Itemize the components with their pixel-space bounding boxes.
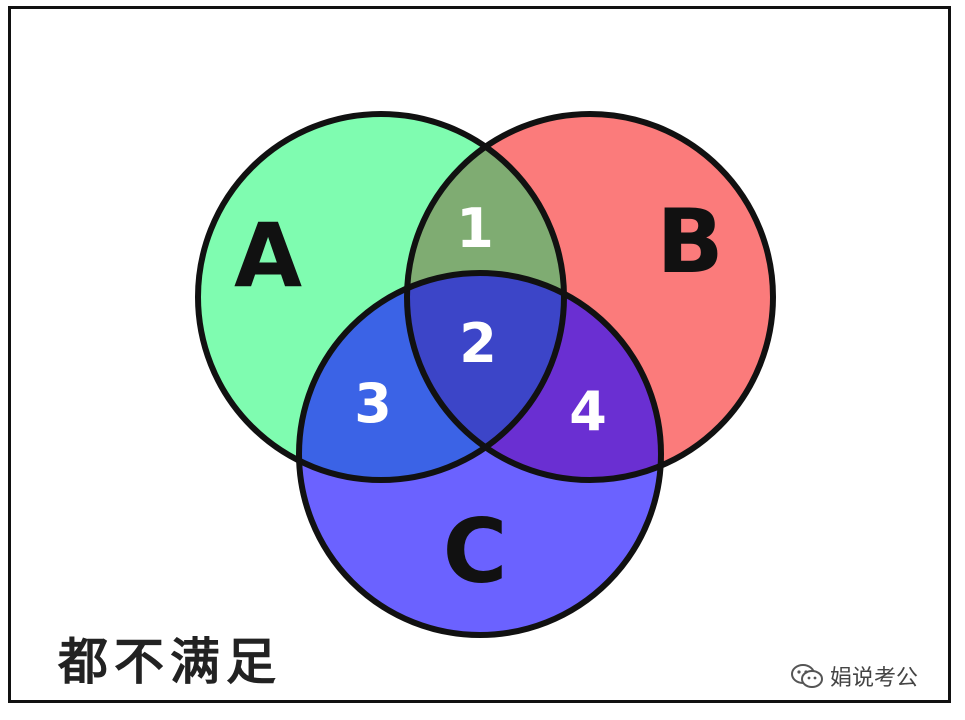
region-2-label: 2 [459,312,497,375]
wechat-icon [791,664,823,688]
set-c-label: C [443,500,508,603]
region-4-label: 4 [569,380,607,443]
set-c-outline [296,270,664,638]
set-b-outline [404,111,776,483]
region-1-label: 1 [456,197,494,260]
watermark: 娟说考公 [790,660,918,692]
watermark-text: 娟说考公 [830,666,919,691]
region-3-label: 3 [354,372,392,435]
outside-region-label: 都不满足 [58,633,282,691]
set-b-label: B [656,190,723,293]
set-a-label: A [234,204,302,307]
